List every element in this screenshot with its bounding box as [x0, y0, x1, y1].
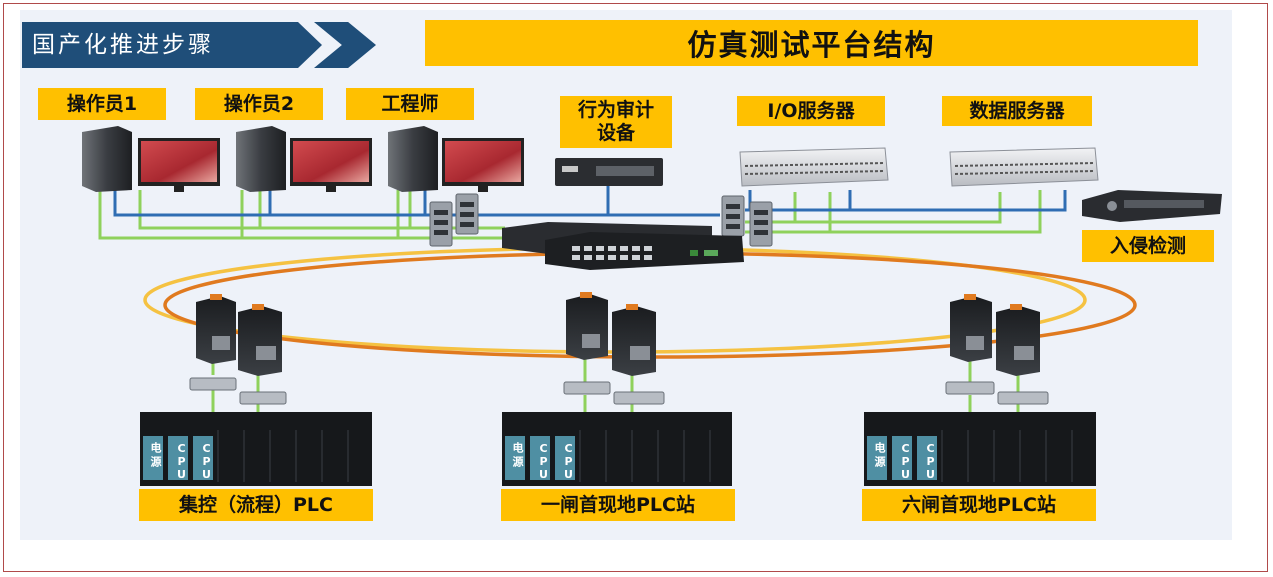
workstation-operator-2	[236, 126, 372, 192]
label-operator-1: 操作员1	[38, 88, 166, 120]
green-bus-1	[98, 188, 510, 240]
label-plc-station-2: 一闸首现地PLC站	[501, 489, 735, 521]
monitor-icon	[290, 138, 372, 192]
monitor-icon	[442, 138, 524, 192]
workstation-operator-1	[82, 126, 220, 192]
pc-tower-icon	[388, 126, 438, 192]
switch-small-right-2	[749, 201, 773, 247]
green-bus-right	[745, 190, 1042, 234]
label-intrusion-detection: 入侵检测	[1082, 230, 1214, 262]
pc-tower-icon	[82, 126, 132, 192]
core-switch-icon	[502, 222, 744, 270]
switch-small-left-1	[429, 201, 453, 247]
data-server-rack-icon	[949, 147, 1099, 187]
pc-tower-icon	[236, 126, 286, 192]
industrial-switch-group-2	[563, 292, 665, 405]
label-audit-device: 行为审计 设备	[560, 96, 672, 148]
page-title: 仿真测试平台结构	[425, 20, 1198, 66]
label-data-server: 数据服务器	[942, 96, 1092, 126]
industrial-switch-group-3	[945, 294, 1049, 405]
intrusion-detection-device-icon	[1082, 190, 1222, 222]
plc-link-1	[211, 360, 260, 412]
plc-rack-1	[140, 412, 372, 486]
plc-link-3	[968, 358, 1020, 412]
plc-links	[211, 355, 1020, 412]
green-bus-2	[138, 190, 505, 230]
control-links	[98, 186, 1067, 240]
plc-rack-2	[502, 412, 732, 486]
plc-rack-3	[864, 412, 1096, 486]
plc-link-2	[583, 355, 634, 412]
label-plc-station-3: 六闸首现地PLC站	[862, 489, 1096, 521]
blue-bus	[113, 186, 1067, 217]
step-banner-label: 国产化推进步骤	[32, 32, 214, 58]
workstation-engineer	[388, 126, 524, 192]
label-operator-2: 操作员2	[195, 88, 323, 120]
switch-small-left-2	[455, 193, 479, 235]
io-server-rack-icon	[739, 147, 889, 187]
label-engineer: 工程师	[346, 88, 474, 120]
industrial-switch-group-1	[189, 294, 287, 405]
monitor-icon	[138, 138, 220, 192]
outer-frame	[3, 3, 1268, 572]
audit-device-icon	[555, 158, 663, 186]
switch-small-right-1	[721, 195, 745, 237]
label-plc-station-1: 集控（流程）PLC	[139, 489, 373, 521]
label-io-server: I/O服务器	[737, 96, 885, 126]
step-banner	[22, 22, 322, 68]
